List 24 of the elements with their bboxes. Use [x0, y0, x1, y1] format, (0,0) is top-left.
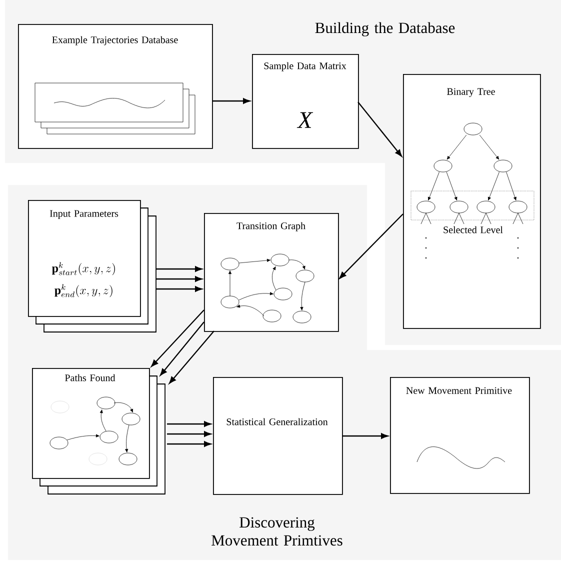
- process-box: New Movement Primitive: [390, 377, 530, 494]
- process-box: Sample Data Matrix X: [252, 54, 359, 149]
- process-box: Example Trajectories Database: [18, 24, 213, 149]
- process-box: Binary Tree Selected Level: [403, 74, 541, 329]
- arrow: [339, 214, 404, 279]
- arrow: [151, 310, 204, 367]
- process-box: Statistical Generalization: [213, 377, 343, 495]
- arrow: [167, 431, 212, 437]
- arrow: [156, 286, 202, 292]
- arrow: [167, 441, 212, 447]
- region-title: Building the Database: [315, 22, 455, 36]
- arrow: [212, 98, 250, 104]
- process-box: Transition Graph: [204, 213, 339, 332]
- arrow: [342, 433, 388, 439]
- arrow: [160, 322, 204, 376]
- process-box: Input Parameters $\mathbf{p}^{k}_{start}(x,y,z)$ $\mathbf{p}^{k}_{end}(x,y,z)$: [28, 200, 156, 332]
- arrow: [156, 266, 202, 272]
- process-box: Paths Found: [32, 368, 166, 494]
- arrow: [167, 421, 212, 427]
- region-title: Discovering Movement Primtives: [212, 517, 342, 546]
- arrow: [156, 276, 202, 282]
- arrow: [169, 330, 214, 384]
- arrow: [358, 102, 402, 157]
- node-label: Paths Found: [65, 374, 116, 382]
